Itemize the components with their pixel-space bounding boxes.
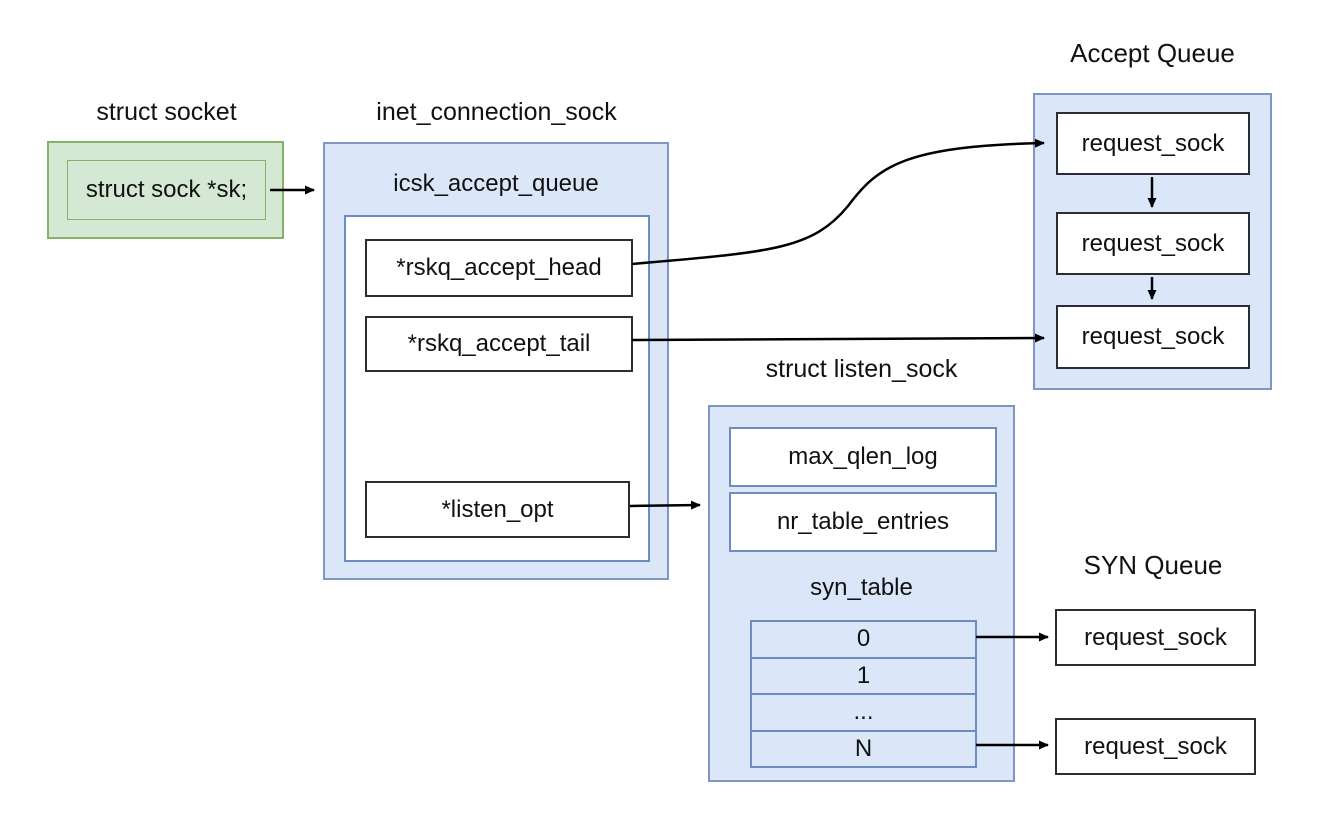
inet-connection-sock-box: icsk_accept_queue *rskq_accept_head *rsk… [323, 142, 669, 580]
accept-queue-request-sock-2: request_sock [1056, 212, 1250, 275]
syn-queue-request-sock-1: request_sock [1055, 609, 1256, 666]
accept-queue-box: request_sock request_sock request_sock [1033, 93, 1272, 390]
nr-table-entries-field: nr_table_entries [729, 492, 997, 552]
struct-sock-sk-field: struct sock *sk; [67, 160, 266, 220]
syn-table-row-n: N [854, 734, 873, 762]
icsk-accept-queue-box: *rskq_accept_head *rskq_accept_tail *lis… [344, 215, 650, 562]
syn-table-row-dots: ... [752, 695, 975, 732]
inet-connection-sock-title: inet_connection_sock [376, 98, 617, 126]
listen-sock-title: struct listen_sock [765, 355, 958, 383]
syn-table-row-0: 0 [752, 622, 975, 659]
accept-queue-request-sock-3: request_sock [1056, 305, 1250, 369]
struct-socket-box: struct sock *sk; [47, 141, 284, 239]
struct-socket-title: struct socket [96, 98, 237, 126]
syn-table-label: syn_table [810, 574, 913, 601]
listen-opt-field: *listen_opt [365, 481, 630, 538]
syn-queue-title: SYN Queue [1083, 550, 1223, 580]
syn-table-row-1: 1 [752, 659, 975, 695]
rskq-accept-head-field: *rskq_accept_head [365, 239, 633, 297]
icsk-accept-queue-label: icsk_accept_queue [393, 170, 599, 197]
arrow-tail-to-accept-queue [631, 333, 1045, 343]
arrow-head-to-accept-queue [631, 138, 1045, 266]
accept-queue-request-sock-1: request_sock [1056, 112, 1250, 175]
syn-table: 0 1 ... N [750, 620, 977, 768]
accept-queue-title: Accept Queue [1070, 38, 1235, 68]
max-qlen-log-field: max_qlen_log [729, 427, 997, 487]
rskq-accept-tail-field: *rskq_accept_tail [365, 316, 633, 372]
listen-sock-box: max_qlen_log nr_table_entries syn_table … [708, 405, 1015, 782]
syn-queue-request-sock-2: request_sock [1055, 718, 1256, 775]
